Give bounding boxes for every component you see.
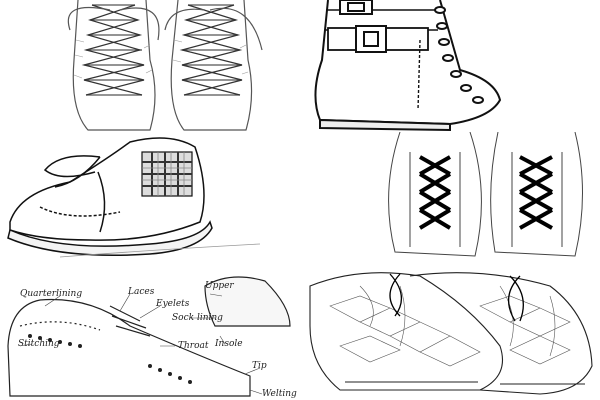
label-stitching: Stitching [18, 339, 60, 349]
tile-running-shoes [300, 266, 600, 400]
label-welting: Welting [262, 389, 297, 399]
label-tip: Tip [252, 361, 267, 371]
label-sock-lining: Sock lining [172, 313, 223, 323]
chukka-boot-drawing [7, 137, 261, 258]
label-laces: Laces [127, 287, 155, 297]
tile-chukka-boot [0, 132, 300, 266]
label-upper: Upper [205, 281, 234, 291]
tile-brogue-diagram: Quarterlining Laces Eyelets Upper Sock l… [0, 266, 300, 400]
tile-sketch-boots [0, 0, 300, 132]
label-throat: Throat [178, 341, 209, 351]
tile-combat-boot [300, 0, 600, 132]
combat-boot-drawing [314, 0, 502, 132]
plaid-panel [141, 151, 193, 197]
diagram-labels: Quarterlining Laces Eyelets Upper Sock l… [18, 281, 297, 399]
crossed-laces-drawing [388, 132, 583, 257]
running-shoes-drawing [309, 272, 593, 395]
tile-crossed-laces [300, 132, 600, 266]
brogue-diagram-drawing: Quarterlining Laces Eyelets Upper Sock l… [7, 276, 297, 399]
label-insole: Insole [214, 339, 243, 349]
sketch-boots-drawing [67, 0, 263, 131]
label-quarter-lining: Quarterlining [20, 289, 82, 299]
label-eyelets: Eyelets [155, 299, 190, 309]
